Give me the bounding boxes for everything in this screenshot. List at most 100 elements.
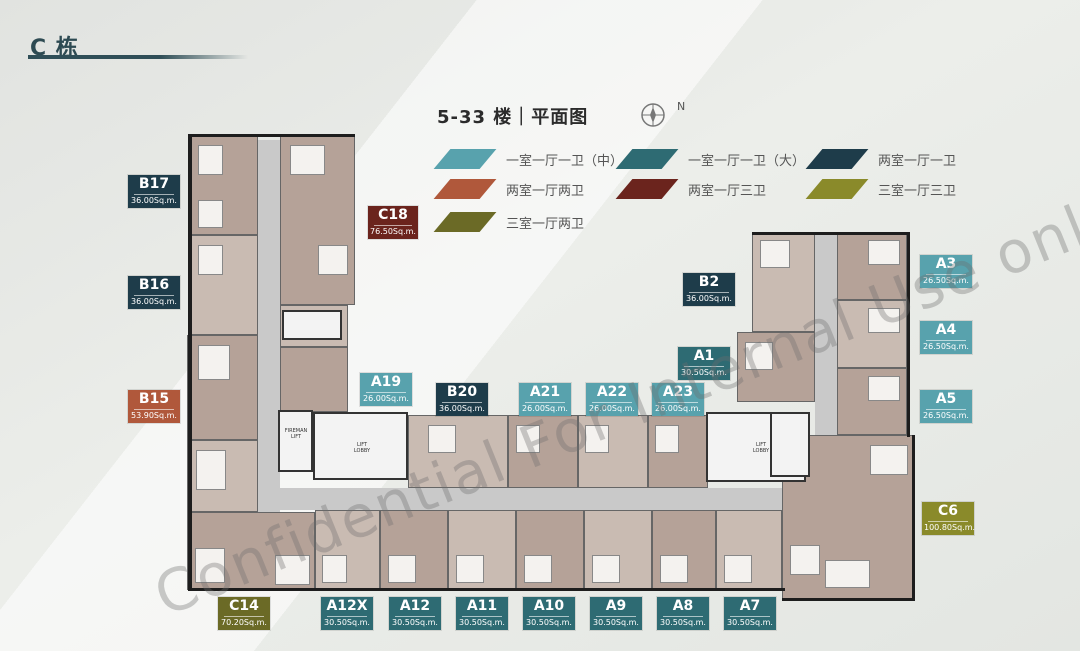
room [870, 445, 908, 475]
room [660, 555, 688, 583]
room [198, 145, 223, 175]
unit-code: A4 [935, 322, 957, 338]
legend-item: 一室一厅一卫（中） [430, 148, 623, 170]
wall [188, 588, 785, 591]
unit-area: 53.90Sq.m. [128, 408, 180, 423]
lift-lobby-left-label: LIFT LOBBY [353, 442, 371, 454]
unit-code: C6 [937, 503, 958, 519]
unit-code: A7 [739, 598, 761, 614]
lift-core-left: LIFT LOBBY [313, 412, 408, 480]
unit-a19-plan [280, 347, 348, 412]
unit-area: 26.00Sq.m. [360, 391, 412, 406]
legend-label: 三室一厅两卫 [506, 216, 585, 232]
stair-core [282, 310, 342, 340]
room [195, 548, 225, 583]
room [724, 555, 752, 583]
corridor-south [258, 488, 848, 510]
room [524, 555, 552, 583]
unit-code: A11 [466, 598, 498, 614]
unit-code: B15 [138, 391, 170, 407]
room [868, 376, 900, 401]
unit-code: A3 [935, 256, 957, 272]
legend-item: 两室一厅三卫 [612, 178, 766, 200]
unit-area: 30.50Sq.m. [590, 615, 642, 630]
wall [907, 232, 910, 437]
unit-area: 36.00Sq.m. [436, 401, 488, 416]
room [198, 245, 223, 275]
legend-label: 一室一厅一卫（大） [688, 153, 806, 169]
unit-code: A22 [596, 384, 628, 400]
unit-area: 26.50Sq.m. [920, 273, 972, 288]
unit-code: A19 [370, 374, 402, 390]
north-label: N [677, 100, 686, 113]
unit-area: 26.00Sq.m. [586, 401, 638, 416]
unit-area: 36.00Sq.m. [128, 193, 180, 208]
legend-item: 三室一厅两卫 [430, 211, 584, 233]
lift-lobby-right-label: LIFT LOBBY [752, 442, 770, 454]
unit-code: A23 [662, 384, 694, 400]
unit-code: B16 [138, 277, 170, 293]
legend-label: 两室一厅一卫 [878, 153, 957, 169]
unit-code: A21 [529, 384, 561, 400]
unit-area: 26.00Sq.m. [652, 401, 704, 416]
unit-area: 30.50Sq.m. [321, 615, 373, 630]
room [198, 345, 230, 380]
unit-area: 76.50Sq.m. [368, 224, 418, 239]
unit-code: A10 [533, 598, 565, 614]
unit-code: B17 [138, 176, 170, 192]
legend-item: 两室一厅一卫 [802, 148, 956, 170]
room [456, 555, 484, 583]
unit-code: A9 [605, 598, 627, 614]
legend-item: 两室一厅两卫 [430, 178, 584, 200]
wall [752, 232, 909, 235]
unit-area: 30.50Sq.m. [724, 615, 776, 630]
fireman-lift-core: FIREMAN LIFT [278, 410, 313, 472]
wall [188, 134, 192, 590]
unit-code: B2 [698, 274, 720, 290]
room [290, 145, 325, 175]
compass-icon [641, 103, 665, 127]
room [825, 560, 870, 588]
unit-code: A12X [326, 598, 368, 614]
unit-area: 30.50Sq.m. [389, 615, 441, 630]
room [388, 555, 416, 583]
unit-area: 36.00Sq.m. [128, 294, 180, 309]
unit-area: 26.50Sq.m. [920, 408, 972, 423]
unit-code: C18 [378, 207, 408, 223]
unit-area: 30.50Sq.m. [657, 615, 709, 630]
room [322, 555, 347, 583]
unit-area: 30.50Sq.m. [456, 615, 508, 630]
unit-code: B20 [446, 384, 478, 400]
fireman-lift-label: FIREMAN LIFT [284, 428, 308, 440]
corridor-west [258, 140, 280, 520]
legend-label: 两室一厅三卫 [688, 183, 767, 199]
room [790, 545, 820, 575]
room [318, 245, 348, 275]
wall [782, 598, 915, 601]
unit-code: A5 [935, 391, 957, 407]
